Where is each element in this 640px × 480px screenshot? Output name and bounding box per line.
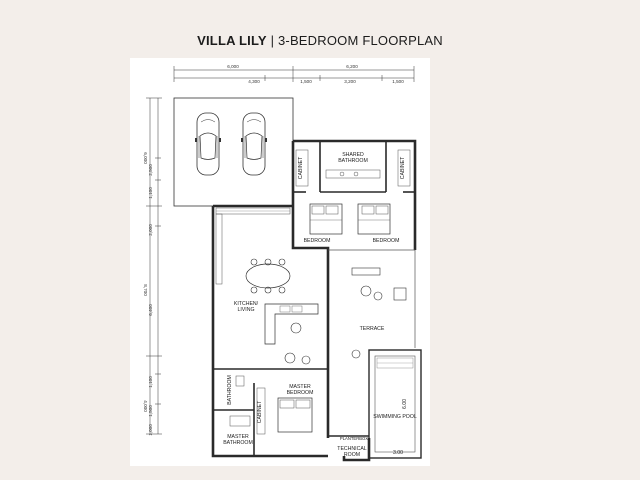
terrace-chair-2: [373, 291, 383, 301]
title-villa-name: VILLA LILY: [197, 33, 267, 48]
dim-left-seg-5: 1,100: [148, 376, 153, 388]
dim-left-seg-4: 6,400: [148, 304, 153, 316]
terrace-outline: [328, 249, 416, 348]
label-cabinet-right: CABINET: [400, 156, 406, 179]
label-bedroom-left: BEDROOM: [304, 238, 331, 244]
car-right: [240, 112, 268, 176]
dim-top-seg-4: 1,500: [392, 79, 404, 84]
dim-left-seg-3: 2,000: [148, 224, 153, 236]
terrace-chair-1: [360, 285, 372, 297]
label-technical-room-2: ROOM: [344, 452, 360, 458]
shared-bathroom-sink: [339, 171, 345, 177]
label-cabinet-left: CABINET: [298, 156, 304, 179]
dim-left-seg-6: 1,500: [148, 405, 153, 417]
label-master-cabinet: CABINET: [257, 400, 263, 423]
dim-left-total-1: 6,000: [143, 152, 148, 164]
carport-outline: [173, 97, 294, 207]
label-master-bathroom-2: BATHROOM: [223, 440, 253, 446]
car-left: [194, 112, 222, 176]
terrace-lounger: [393, 287, 407, 301]
coffee-table: [290, 322, 302, 334]
label-planterbox: PLANTERBOX: [340, 436, 368, 441]
label-master-bathroom-1: MASTER: [227, 434, 249, 440]
dim-top-seg-3: 3,200: [344, 79, 356, 84]
label-bathroom: BATHROOM: [227, 375, 233, 405]
living-sofa: [264, 303, 319, 345]
floorplan-drawing: 6,000 6,200 4,300 1,500 3,200 1,500 6,00…: [143, 64, 422, 462]
label-bedroom-right: BEDROOM: [373, 238, 400, 244]
floorplan-sheet: 6,000 6,200 4,300 1,500 3,200 1,500 6,00…: [130, 58, 430, 466]
label-kitchen-living-2: LIVING: [237, 307, 254, 313]
shared-bathroom-tub: [325, 169, 381, 179]
master-cabinet-box: [256, 387, 266, 435]
master-bed: [277, 397, 313, 433]
interior-walls: [213, 141, 415, 456]
dim-left-seg-1: 2,500: [148, 164, 153, 176]
dining-table: [245, 263, 291, 289]
cabinet-left-box: [295, 149, 309, 187]
left-dimension-lines: [146, 97, 162, 435]
label-pool-length: 6.00: [402, 399, 408, 409]
label-kitchen-living-1: KITCHEN/: [234, 301, 259, 307]
dim-left-seg-2: 1,100: [148, 187, 153, 199]
top-dimension-lines: [173, 66, 415, 82]
cabinet-right-box: [397, 149, 411, 187]
dim-top-total-1: 6,000: [227, 64, 239, 69]
master-bathroom-tub: [229, 415, 251, 427]
label-swimming-pool: SWIMMING POOL: [373, 414, 417, 420]
kitchen-counter: [215, 213, 223, 285]
dim-left-total-3: 4,000: [143, 400, 148, 412]
label-technical-room-1: TECHNICAL: [337, 446, 367, 452]
label-shared-bathroom-1: SHARED: [342, 152, 364, 158]
swimming-pool-water: [374, 355, 416, 453]
page-title: VILLA LILY | 3-BEDROOM FLOORPLAN: [0, 33, 640, 48]
label-terrace: TERRACE: [360, 326, 385, 332]
label-pool-width: 3.00: [393, 450, 403, 456]
dim-top-total-2: 6,200: [346, 64, 358, 69]
dim-top-seg-1: 4,300: [248, 79, 260, 84]
swimming-pool-outline: [368, 349, 422, 459]
terrace-bench: [351, 267, 381, 276]
bed-right: [357, 203, 391, 235]
dim-top-seg-2: 1,500: [300, 79, 312, 84]
label-shared-bathroom-2: BATHROOM: [338, 158, 368, 164]
bed-left: [309, 203, 343, 235]
bathroom-toilet: [235, 375, 245, 387]
dim-left-seg-7: 1,000: [148, 424, 153, 436]
dim-left-total-2: 8,700: [143, 284, 148, 296]
label-master-bedroom-1: MASTER: [289, 384, 311, 390]
title-subtitle: | 3-BEDROOM FLOORPLAN: [270, 33, 443, 48]
label-master-bedroom-2: BEDROOM: [287, 390, 314, 396]
